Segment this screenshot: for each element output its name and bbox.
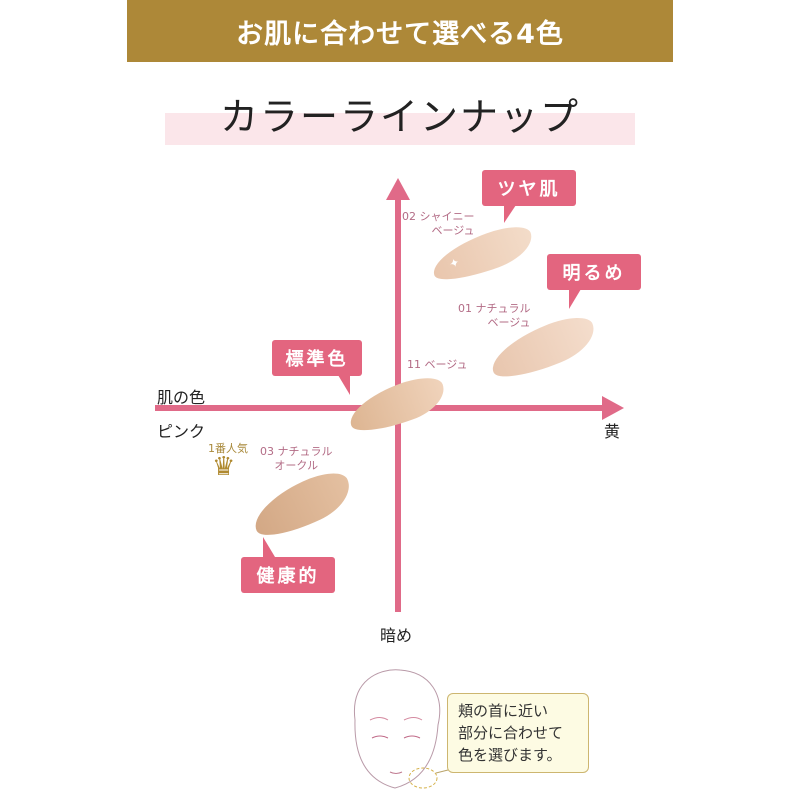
page-title: カラーラインナップ (219, 95, 580, 139)
x-axis-right-label: 黄 (604, 422, 621, 441)
popular-badge: 1番人気 (208, 442, 248, 455)
note-box: 頬の首に近い 部分に合わせて 色を選びます。 (447, 693, 589, 773)
crown-icon: ♛ (212, 452, 236, 482)
sparkle-icon: ✦ (447, 254, 462, 272)
x-axis-left-label: ピンク (157, 422, 206, 441)
x-axis-arrow-icon (602, 396, 624, 420)
face-illustration (354, 669, 449, 789)
title-band (165, 113, 635, 145)
swatch-03 (245, 463, 359, 547)
y-axis-arrow-icon (386, 178, 410, 200)
x-axis-label: 肌の色 (157, 388, 206, 407)
tag-standard: 標準色 (272, 340, 362, 395)
shade-label-02: 02 シャイニー ベージュ (402, 210, 475, 237)
shade-label-11: 11 ベージュ (407, 358, 468, 371)
header-banner: お肌に合わせて選べる4色 (127, 0, 673, 62)
tag-bright-text: 明るめ (562, 263, 626, 284)
y-axis-bottom-label: 暗め (380, 626, 413, 645)
tag-standard-text: 標準色 (285, 349, 349, 370)
tag-healthy-text: 健康的 (256, 566, 320, 587)
shade-label-03: 03 ナチュラル オークル (260, 445, 333, 472)
shade-label-01: 01 ナチュラル ベージュ (458, 302, 531, 329)
tag-shiny: ツヤ肌 (482, 170, 576, 223)
tag-shiny-text: ツヤ肌 (497, 179, 561, 200)
tag-healthy: 健康的 (241, 537, 335, 593)
tag-bright: 明るめ (547, 254, 641, 309)
